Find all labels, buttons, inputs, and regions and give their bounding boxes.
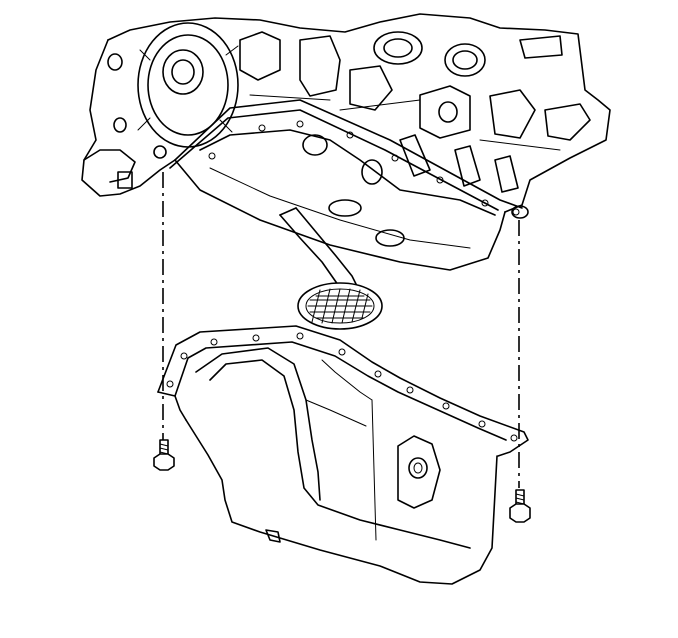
drain-plug-boss (397, 435, 441, 509)
engine-block (81, 13, 611, 271)
front-crank-seal (137, 22, 239, 148)
oil-pump-pickup-screen (279, 207, 383, 330)
oil-pan-bolt-right (509, 489, 531, 523)
pickup-screen-mesh (307, 288, 373, 324)
alignment-lines (162, 172, 520, 488)
oil-pan-bolt-left (153, 439, 175, 471)
oil-pan (157, 325, 529, 585)
